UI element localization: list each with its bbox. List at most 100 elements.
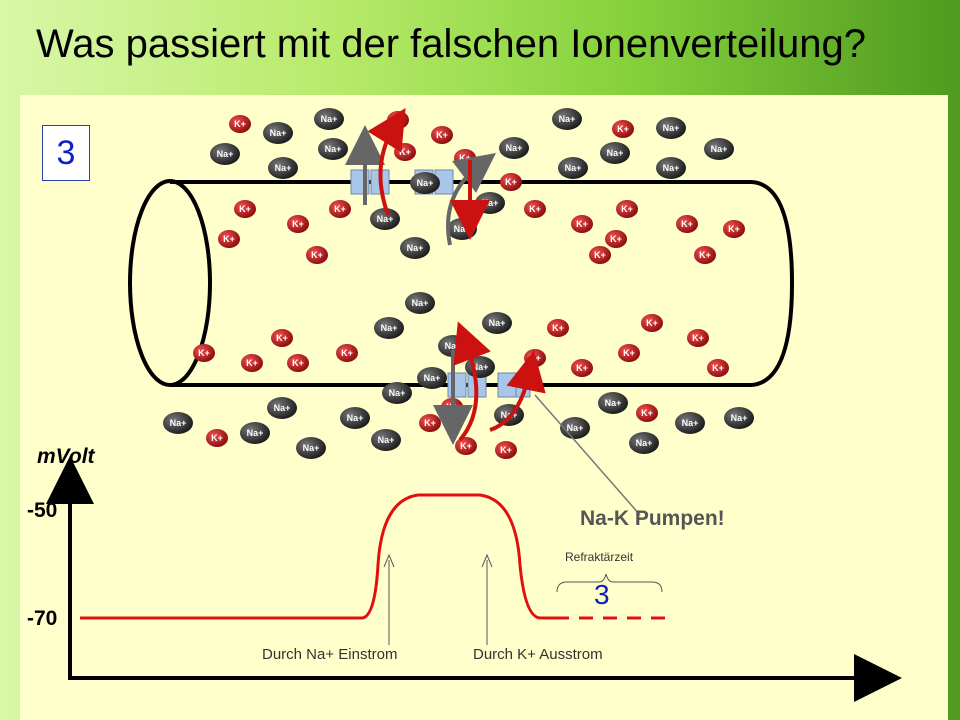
graph-axes — [46, 456, 902, 702]
potassium-ion: K+ — [287, 215, 309, 233]
potassium-ion: K+ — [206, 429, 228, 447]
annotation-arrows — [383, 553, 493, 645]
sodium-ion: Na+ — [340, 407, 370, 429]
svg-text:K+: K+ — [552, 323, 564, 333]
sodium-ion: Na+ — [210, 143, 240, 165]
sodium-ion: Na+ — [675, 412, 705, 434]
potassium-ion: K+ — [241, 354, 263, 372]
svg-text:Na+: Na+ — [424, 373, 441, 383]
potassium-ion: K+ — [571, 359, 593, 377]
svg-text:Na+: Na+ — [711, 144, 728, 154]
sodium-ion: Na+ — [268, 157, 298, 179]
svg-text:Na+: Na+ — [482, 198, 499, 208]
potassium-ion: K+ — [694, 246, 716, 264]
svg-text:K+: K+ — [576, 363, 588, 373]
sodium-ion: Na+ — [410, 172, 440, 194]
sodium-ion: Na+ — [552, 108, 582, 130]
potassium-ion: K+ — [387, 111, 409, 129]
potassium-ion: K+ — [431, 126, 453, 144]
svg-text:Na+: Na+ — [303, 443, 320, 453]
svg-text:K+: K+ — [728, 224, 740, 234]
sodium-ion: Na+ — [163, 412, 193, 434]
svg-text:K+: K+ — [529, 204, 541, 214]
stage-number-box: 3 — [42, 125, 90, 181]
svg-text:K+: K+ — [239, 204, 251, 214]
refractory-brace — [556, 573, 663, 593]
sodium-ion: Na+ — [263, 122, 293, 144]
svg-text:K+: K+ — [681, 219, 693, 229]
potassium-ion: K+ — [612, 120, 634, 138]
svg-text:Na+: Na+ — [412, 298, 429, 308]
svg-text:Na+: Na+ — [607, 148, 624, 158]
slide-title: Was passiert mit der falschen Ionenverte… — [36, 22, 867, 66]
potassium-ion: K+ — [329, 200, 351, 218]
potassium-ion: K+ — [193, 344, 215, 362]
svg-text:K+: K+ — [500, 445, 512, 455]
svg-text:Na+: Na+ — [325, 144, 342, 154]
svg-text:K+: K+ — [505, 177, 517, 187]
svg-text:K+: K+ — [594, 250, 606, 260]
potassium-ion: K+ — [676, 215, 698, 233]
svg-text:Na+: Na+ — [321, 114, 338, 124]
svg-text:K+: K+ — [621, 204, 633, 214]
potassium-ion: K+ — [454, 149, 476, 167]
svg-text:Na+: Na+ — [217, 149, 234, 159]
sodium-ion: Na+ — [371, 429, 401, 451]
sodium-ion: Na+ — [405, 292, 435, 314]
pump-label: Na-K Pumpen! — [580, 507, 725, 530]
potassium-ion: K+ — [723, 220, 745, 238]
sodium-ion: Na+ — [314, 108, 344, 130]
svg-text:K+: K+ — [576, 219, 588, 229]
potassium-ion: K+ — [234, 200, 256, 218]
svg-text:Na+: Na+ — [247, 428, 264, 438]
potassium-ion: K+ — [636, 404, 658, 422]
sodium-ion: Na+ — [382, 382, 412, 404]
svg-text:K+: K+ — [436, 130, 448, 140]
potassium-ion: K+ — [419, 414, 441, 432]
svg-text:Na+: Na+ — [682, 418, 699, 428]
svg-text:Na+: Na+ — [378, 435, 395, 445]
potassium-ion: K+ — [287, 354, 309, 372]
potassium-ion: K+ — [218, 230, 240, 248]
sodium-ion: Na+ — [482, 312, 512, 334]
potassium-ion: K+ — [616, 200, 638, 218]
svg-text:Na+: Na+ — [472, 362, 489, 372]
sodium-ion: Na+ — [558, 157, 588, 179]
svg-text:K+: K+ — [399, 147, 411, 157]
y-tick-minus-70: -70 — [27, 607, 58, 630]
sodium-ion: Na+ — [296, 437, 326, 459]
svg-text:Na+: Na+ — [417, 178, 434, 188]
svg-text:Na+: Na+ — [445, 341, 462, 351]
transport-arrows — [345, 108, 641, 516]
svg-text:K+: K+ — [529, 353, 541, 363]
svg-text:K+: K+ — [198, 348, 210, 358]
y-axis-unit: mVolt — [37, 445, 95, 468]
sodium-ion: Na+ — [417, 367, 447, 389]
svg-text:Na+: Na+ — [559, 114, 576, 124]
svg-text:Na+: Na+ — [567, 423, 584, 433]
potassium-ion: K+ — [229, 115, 251, 133]
svg-text:K+: K+ — [641, 408, 653, 418]
svg-text:Na+: Na+ — [377, 214, 394, 224]
svg-text:K+: K+ — [623, 348, 635, 358]
sodium-ion: Na+ — [400, 237, 430, 259]
svg-text:K+: K+ — [234, 119, 246, 129]
svg-text:K+: K+ — [292, 358, 304, 368]
svg-text:K+: K+ — [610, 234, 622, 244]
sodium-ion: Na+ — [370, 208, 400, 230]
action-potential-curve — [80, 493, 665, 620]
svg-text:Na+: Na+ — [270, 128, 287, 138]
svg-text:Na+: Na+ — [389, 388, 406, 398]
sodium-ion: Na+ — [447, 218, 477, 240]
sodium-ion: Na+ — [598, 392, 628, 414]
svg-text:K+: K+ — [617, 124, 629, 134]
potassium-ion: K+ — [524, 349, 546, 367]
svg-text:Na+: Na+ — [170, 418, 187, 428]
svg-text:Na+: Na+ — [506, 143, 523, 153]
svg-text:K+: K+ — [646, 318, 658, 328]
svg-text:Na+: Na+ — [565, 163, 582, 173]
svg-text:K+: K+ — [246, 358, 258, 368]
potassium-ion: K+ — [547, 319, 569, 337]
k-efflux-annotation: Durch K+ Ausstrom — [473, 646, 603, 663]
sodium-ion: Na+ — [724, 407, 754, 429]
